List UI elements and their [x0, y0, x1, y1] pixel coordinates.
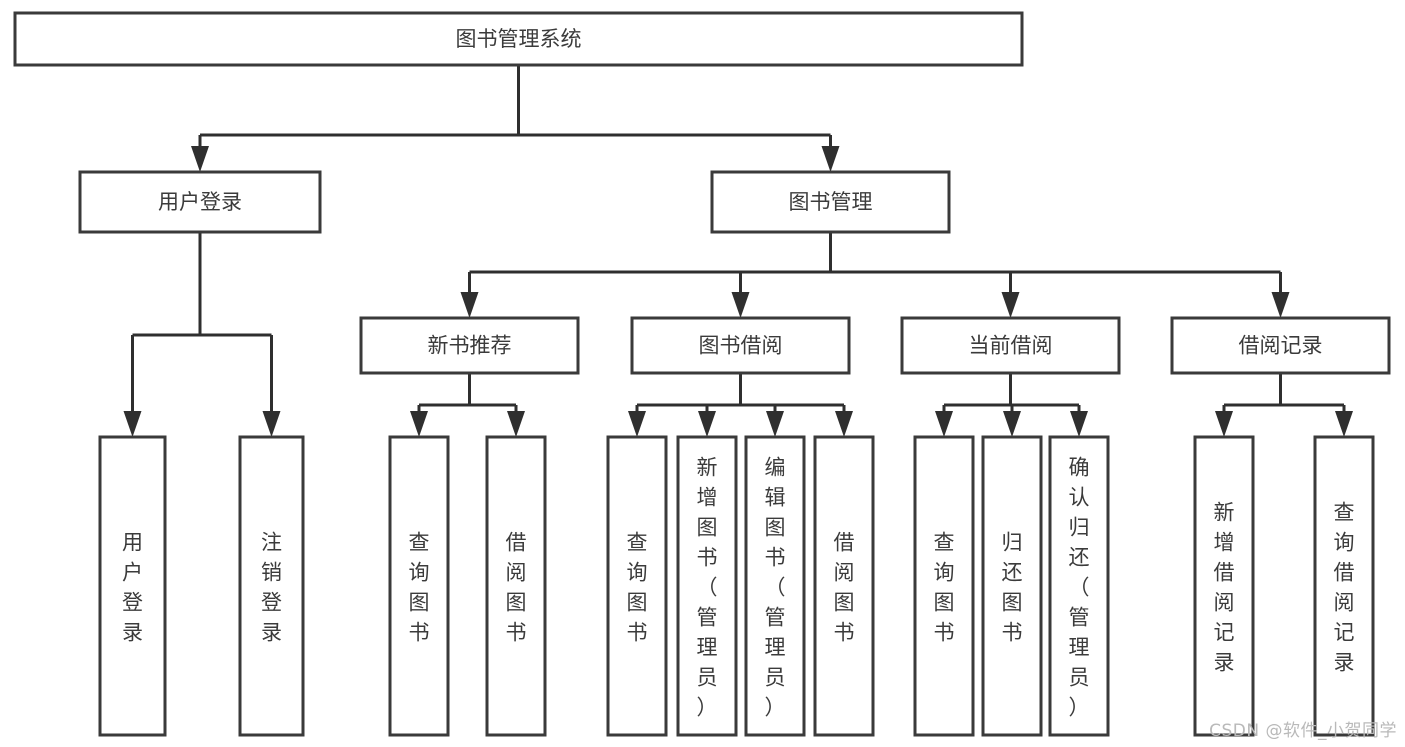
node-box-book-borrow — [630, 316, 851, 375]
node-box-cb-query-book — [913, 435, 975, 737]
node-box-user-login-do — [98, 435, 167, 737]
node-cb-return-book[interactable]: 归还图书 — [981, 435, 1043, 737]
node-label-user-login: 用户登录 — [158, 190, 242, 214]
arrow-head-icon-book-manage — [821, 146, 840, 172]
node-box-bb-add-book — [676, 435, 738, 737]
node-label-bb-borrow-book: 借阅图书 — [834, 530, 855, 644]
node-label-borrow-record: 借阅记录 — [1239, 334, 1323, 358]
node-box-borrow-record — [1170, 316, 1391, 375]
arrow-head-icon-user-login-do — [123, 411, 142, 437]
node-label-nbr-query-book: 查询图书 — [409, 530, 430, 644]
node-bb-query-book[interactable]: 查询图书 — [606, 435, 668, 737]
node-label-nbr-borrow-book: 借阅图书 — [506, 530, 527, 644]
node-box-br-query-record — [1313, 435, 1375, 737]
node-label-bb-add-book: 新增图书（管理员） — [697, 455, 718, 719]
arrow-head-icon-user-login — [191, 146, 209, 172]
node-bb-edit-book[interactable]: 编辑图书（管理员） — [744, 435, 806, 737]
node-label-current-borrow: 当前借阅 — [969, 334, 1053, 358]
node-new-book-recommend[interactable]: 新书推荐 — [359, 316, 580, 375]
node-bb-add-book[interactable]: 新增图书（管理员） — [676, 435, 738, 737]
node-box-root — [13, 11, 1024, 67]
node-label-user-logout: 注销登录 — [261, 530, 282, 644]
node-box-bb-query-book — [606, 435, 668, 737]
arrow-head-icon-cb-return-book — [1003, 411, 1021, 437]
node-user-login[interactable]: 用户登录 — [78, 170, 322, 234]
node-cb-query-book[interactable]: 查询图书 — [913, 435, 975, 737]
node-box-nbr-borrow-book — [485, 435, 547, 737]
arrow-head-icon-nbr-borrow-book — [507, 411, 525, 437]
arrow-head-icon-cb-confirm-return — [1070, 411, 1088, 437]
node-root[interactable]: 图书管理系统 — [13, 11, 1024, 67]
node-cb-confirm-return[interactable]: 确认归还（管理员） — [1048, 435, 1110, 737]
node-br-add-record[interactable]: 新增借阅记录 — [1193, 435, 1255, 737]
arrow-head-icon-bb-edit-book — [766, 411, 784, 437]
node-box-bb-edit-book — [744, 435, 806, 737]
node-box-cb-return-book — [981, 435, 1043, 737]
node-label-user-login-do: 用户登录 — [122, 530, 143, 644]
node-label-new-book-recommend: 新书推荐 — [428, 334, 512, 358]
node-label-bb-query-book: 查询图书 — [627, 530, 648, 644]
node-book-manage[interactable]: 图书管理 — [710, 170, 951, 234]
node-label-book-manage: 图书管理 — [789, 190, 873, 214]
node-box-book-manage — [710, 170, 951, 234]
node-label-br-add-record: 新增借阅记录 — [1214, 500, 1235, 674]
node-nbr-query-book[interactable]: 查询图书 — [388, 435, 450, 737]
node-user-login-do[interactable]: 用户登录 — [98, 435, 167, 737]
node-box-user-login — [78, 170, 322, 234]
node-label-cb-confirm-return: 确认归还（管理员） — [1069, 455, 1090, 719]
node-book-borrow[interactable]: 图书借阅 — [630, 316, 851, 375]
connector-layer — [123, 65, 1353, 437]
arrow-head-icon-book-borrow — [731, 292, 750, 318]
arrow-head-icon-br-query-record — [1335, 411, 1353, 437]
arrow-head-icon-current-borrow — [1001, 292, 1020, 318]
node-current-borrow[interactable]: 当前借阅 — [900, 316, 1121, 375]
node-label-bb-edit-book: 编辑图书（管理员） — [765, 455, 786, 719]
arrow-head-icon-cb-query-book — [935, 411, 953, 437]
node-bb-borrow-book[interactable]: 借阅图书 — [813, 435, 875, 737]
node-user-logout[interactable]: 注销登录 — [238, 435, 305, 737]
node-br-query-record[interactable]: 查询借阅记录 — [1313, 435, 1375, 737]
node-layer: 图书管理系统用户登录图书管理用户登录注销登录新书推荐查询图书借阅图书图书借阅查询… — [13, 11, 1391, 737]
node-box-new-book-recommend — [359, 316, 580, 375]
node-box-nbr-query-book — [388, 435, 450, 737]
node-label-book-borrow: 图书借阅 — [699, 334, 783, 358]
node-box-br-add-record — [1193, 435, 1255, 737]
arrow-head-icon-bb-add-book — [698, 411, 716, 437]
arrow-head-icon-bb-borrow-book — [835, 411, 853, 437]
node-label-cb-return-book: 归还图书 — [1002, 530, 1023, 644]
arrow-head-icon-nbr-query-book — [410, 411, 428, 437]
node-nbr-borrow-book[interactable]: 借阅图书 — [485, 435, 547, 737]
node-borrow-record[interactable]: 借阅记录 — [1170, 316, 1391, 375]
node-box-bb-borrow-book — [813, 435, 875, 737]
node-box-cb-confirm-return — [1048, 435, 1110, 737]
arrow-head-icon-user-logout — [262, 411, 281, 437]
node-box-current-borrow — [900, 316, 1121, 375]
node-label-br-query-record: 查询借阅记录 — [1334, 500, 1355, 674]
arrow-head-icon-new-book-recommend — [460, 292, 479, 318]
arrow-head-icon-br-add-record — [1215, 411, 1233, 437]
arrow-head-icon-bb-query-book — [628, 411, 646, 437]
node-label-root: 图书管理系统 — [456, 27, 582, 51]
arrow-head-icon-borrow-record — [1271, 292, 1290, 318]
node-label-cb-query-book: 查询图书 — [934, 530, 955, 644]
node-box-user-logout — [238, 435, 305, 737]
